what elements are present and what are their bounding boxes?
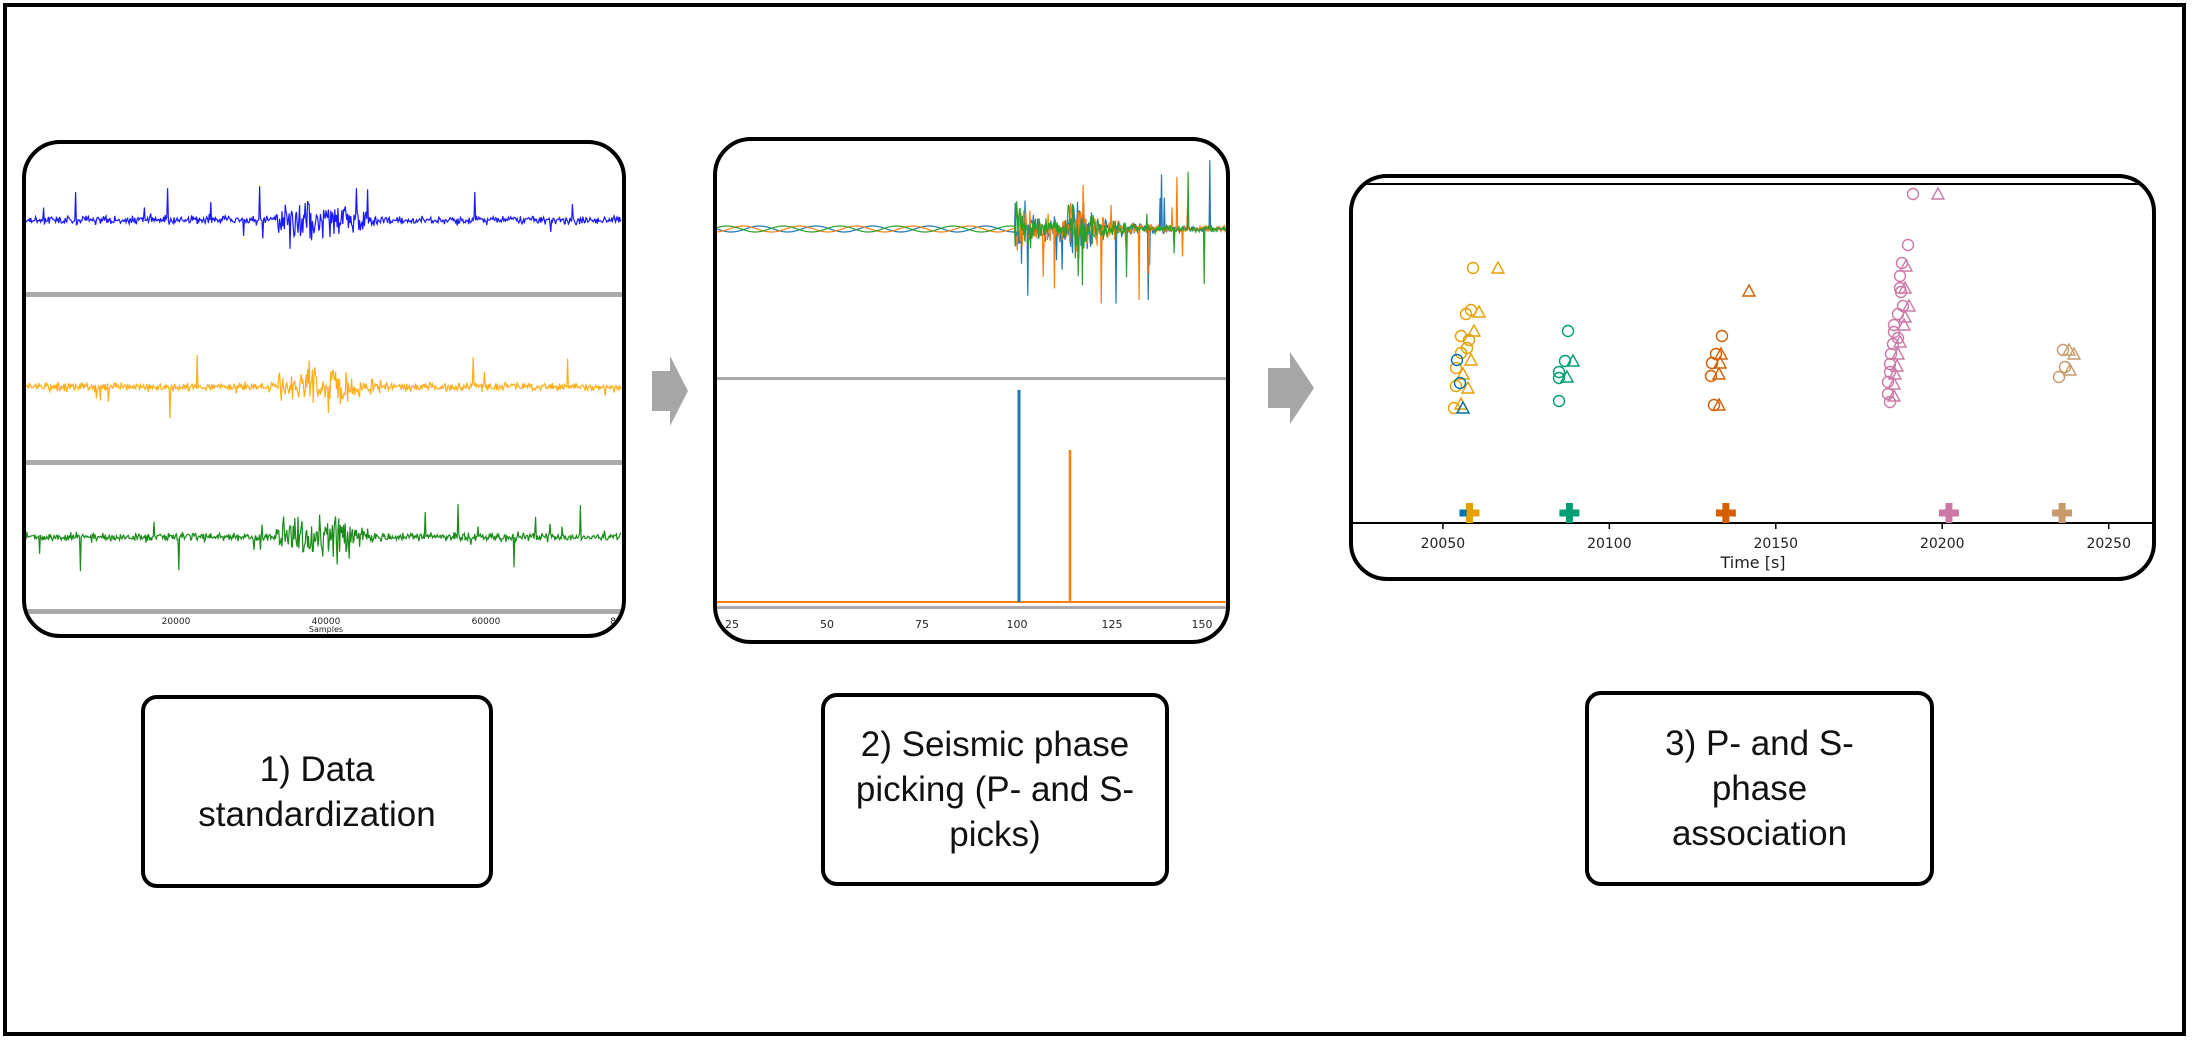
p-pick-marker: [2052, 370, 2066, 384]
s-pick-marker: [1466, 323, 1482, 337]
arrow-icon: [652, 356, 688, 426]
p-pick-marker: [1558, 354, 1572, 368]
panel-phase-picking: 25 50 75 100 125 150: [713, 137, 1230, 644]
p-pick-marker: [1454, 346, 1468, 360]
p-pick-marker: [1881, 387, 1895, 401]
x-tick-label: 20100: [1587, 536, 1632, 552]
s-pick-marker: [2066, 346, 2082, 360]
s-pick-marker: [1711, 397, 1727, 411]
x-tick-label: 75: [915, 618, 929, 631]
s-pick-marker: [1892, 334, 1908, 348]
p-pick-marker: [1449, 361, 1463, 375]
seismic-trace-1: [717, 176, 1226, 304]
waveform-trace-1: [26, 354, 622, 419]
p-pick-marker: [1715, 329, 1729, 343]
axis-divider: [26, 460, 622, 465]
x-tick-label: 20250: [2086, 536, 2131, 552]
arrow-icon: [1268, 352, 1314, 424]
picking-plot: 25 50 75 100 125 150: [717, 160, 1226, 631]
step-2-label: 2) Seismic phase picking (P- and S-picks…: [855, 725, 1135, 854]
x-tick-label: 20050: [1421, 536, 1466, 552]
s-pick-marker: [1455, 400, 1471, 414]
x-tick-label: 80: [610, 617, 622, 627]
x-tick-label: 20200: [1920, 536, 1965, 552]
s-pick-marker: [1741, 283, 1757, 297]
s-pick-marker: [1711, 366, 1727, 380]
s-pick-marker: [1460, 380, 1476, 394]
p-pick-marker: [1454, 329, 1468, 343]
x-axis-label: Time [s]: [1719, 553, 1785, 572]
s-pick-marker: [1490, 260, 1506, 274]
event-marker: [1565, 503, 1573, 523]
s-pick-marker: [2062, 362, 2078, 376]
p-pick-marker: [1906, 187, 1920, 201]
x-tick-label: 100: [1007, 618, 1028, 631]
s-pick-marker: [1901, 298, 1917, 312]
p-pick-marker: [1893, 269, 1907, 283]
x-tick-label: 25: [725, 618, 739, 631]
s-pick-marker: [1886, 388, 1902, 402]
p-pick-marker: [1449, 379, 1463, 393]
p-pick-marker: [1453, 376, 1467, 390]
s-pick-marker: [1712, 355, 1728, 369]
x-tick-label: 150: [1192, 618, 1213, 631]
axis-divider: [26, 609, 622, 614]
seismic-trace-2: [717, 171, 1226, 286]
s-pick-marker: [1559, 369, 1575, 383]
p-pick-marker: [1552, 371, 1566, 385]
p-pick-marker: [1883, 395, 1897, 409]
p-pick-marker: [1704, 369, 1718, 383]
p-pick-marker: [1466, 261, 1480, 275]
p-pick-marker: [1894, 285, 1908, 299]
waveform-trace-0: [26, 186, 622, 249]
event-marker: [1722, 503, 1730, 523]
x-tick-label: 125: [1102, 618, 1123, 631]
s-pick-marker: [1897, 280, 1913, 294]
p-pick-marker: [1705, 356, 1719, 370]
s-pick-marker: [1890, 346, 1906, 360]
p-pick-marker: [1552, 394, 1566, 408]
event-marker-overlap: [1459, 509, 1467, 517]
s-pick-marker: [1896, 317, 1912, 331]
p-pick-marker: [1459, 307, 1473, 321]
step-1-label: 1) Data standardization: [198, 749, 436, 834]
x-tick-label: 20150: [1754, 536, 1799, 552]
s-pick-marker: [1898, 258, 1914, 272]
event-marker: [1466, 503, 1474, 523]
p-pick-marker: [1561, 324, 1575, 338]
p-pick-marker: [1901, 238, 1915, 252]
step-1-label-box: 1) Data standardization: [141, 695, 493, 888]
x-tick-label: 40000: [312, 617, 341, 627]
s-pick-marker: [1930, 186, 1946, 200]
axis-divider: [26, 292, 622, 297]
s-pick-marker: [1565, 353, 1581, 367]
x-tick-label: 20000: [162, 617, 191, 627]
p-pick-marker: [1881, 375, 1895, 389]
p-pick-marker: [1891, 331, 1905, 345]
x-tick-label: 50: [820, 618, 834, 631]
x-tick-label: 60000: [472, 617, 501, 627]
p-pick-marker: [1552, 365, 1566, 379]
step-3-label-box: 3) P- and S-phase association: [1585, 691, 1934, 886]
x-axis-label: Samples: [309, 625, 343, 634]
s-pick-marker: [1471, 304, 1487, 318]
step-2-label-box: 2) Seismic phase picking (P- and S-picks…: [821, 693, 1169, 886]
step-3-label: 3) P- and S-phase association: [1665, 724, 1854, 853]
p-pick-marker: [1887, 318, 1901, 332]
waveform-trace-2: [26, 503, 622, 572]
axis-divider: [717, 377, 1226, 380]
p-pick-marker: [1450, 353, 1464, 367]
event-marker: [2058, 503, 2066, 523]
s-pick-marker: [1463, 352, 1479, 366]
s-pick-marker: [2061, 342, 2077, 356]
event-marker: [1945, 503, 1953, 523]
axis-divider: [717, 606, 1226, 609]
